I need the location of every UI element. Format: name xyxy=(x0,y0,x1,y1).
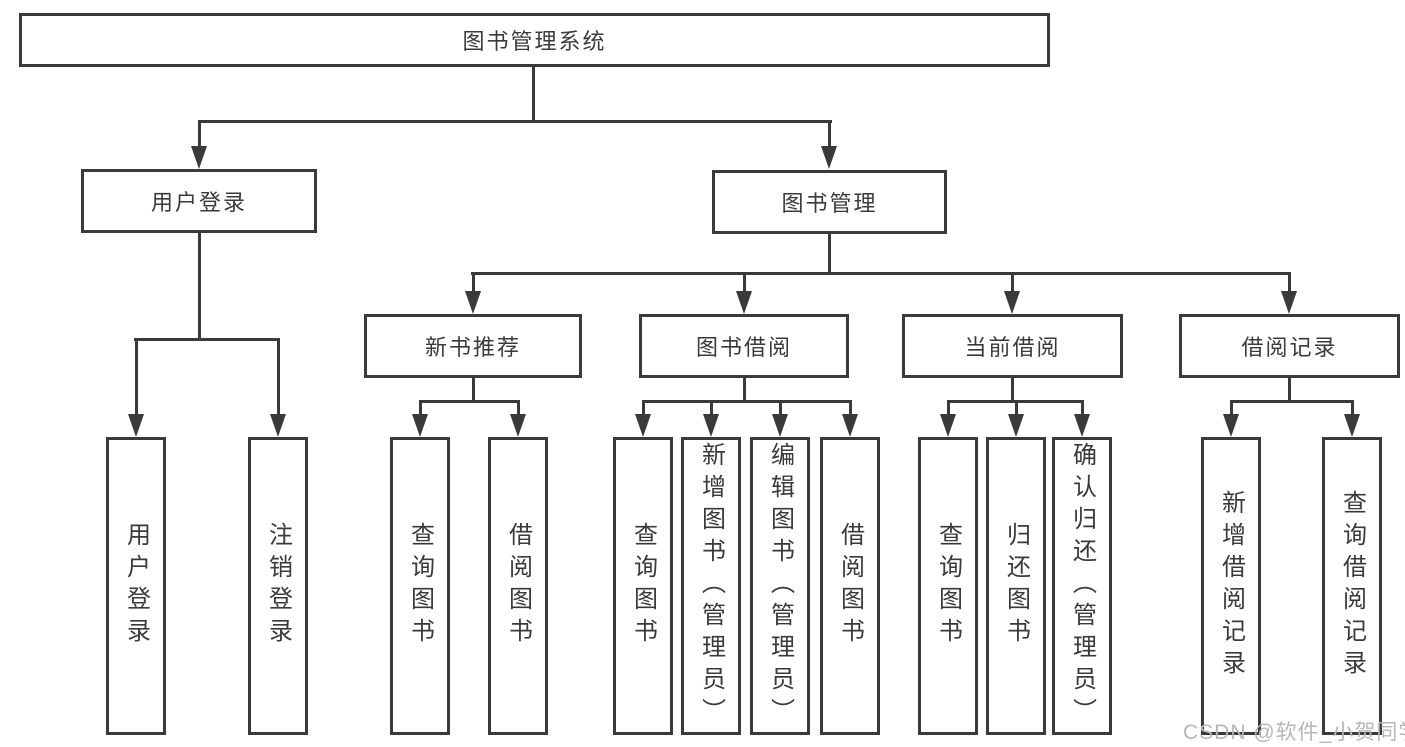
connector-shaft xyxy=(1351,400,1354,420)
arrow-down-icon xyxy=(191,146,207,169)
connector-shaft xyxy=(779,400,782,420)
connector-leaf-split xyxy=(1230,400,1354,403)
arrow-down-icon xyxy=(1281,291,1297,314)
connector-shaft xyxy=(472,272,475,294)
node-user-login: 用户登录 xyxy=(81,169,317,233)
node-borrow-records: 借阅记录 xyxy=(1179,314,1400,378)
connector-shaft xyxy=(277,338,280,418)
arrow-down-icon xyxy=(1004,291,1020,314)
leaf-confirm-return-admin: 确认归还（管理员） xyxy=(1052,437,1112,735)
connector-user-split xyxy=(134,338,280,341)
arrow-down-icon xyxy=(1344,414,1360,437)
arrow-down-icon xyxy=(940,414,956,437)
arrow-down-icon xyxy=(821,146,837,169)
arrow-down-icon xyxy=(1074,414,1090,437)
arrow-down-icon xyxy=(412,414,428,437)
connector-shaft xyxy=(198,120,201,150)
leaf-add-books-admin: 新增图书（管理员） xyxy=(681,437,741,735)
arrow-down-icon xyxy=(772,414,788,437)
connector-user-feed xyxy=(198,233,201,340)
connector-shaft xyxy=(1015,400,1018,420)
connector-shaft xyxy=(1288,272,1291,294)
arrow-down-icon xyxy=(736,291,752,314)
connector-leaf-split xyxy=(642,400,852,403)
leaf-return-books: 归还图书 xyxy=(986,437,1046,735)
arrow-down-icon xyxy=(128,414,144,437)
connector-leaf-split xyxy=(419,400,520,403)
node-root: 图书管理系统 xyxy=(19,13,1050,67)
connector-shaft xyxy=(1011,272,1014,294)
connector-shaft xyxy=(947,400,950,420)
connector-shaft xyxy=(1081,400,1084,420)
node-current-borrow: 当前借阅 xyxy=(902,314,1123,378)
leaf-query-books-recommend: 查询图书 xyxy=(390,437,450,735)
connector-group-feed xyxy=(1011,378,1014,402)
connector-shaft xyxy=(743,272,746,294)
connector-group-feed xyxy=(1288,378,1291,402)
leaf-query-books-borrow: 查询图书 xyxy=(613,437,673,735)
leaf-edit-books-admin: 编辑图书（管理员） xyxy=(750,437,810,735)
connector-shaft xyxy=(828,120,831,150)
leaf-query-books-current: 查询图书 xyxy=(918,437,978,735)
leaf-borrow-books: 借阅图书 xyxy=(820,437,880,735)
connector-group-feed xyxy=(743,378,746,402)
leaf-add-borrow-record: 新增借阅记录 xyxy=(1201,437,1261,735)
arrow-down-icon xyxy=(635,414,651,437)
connector-shaft xyxy=(517,400,520,420)
leaf-query-borrow-record: 查询借阅记录 xyxy=(1322,437,1382,735)
connector-group-feed xyxy=(472,378,475,402)
leaf-user-login: 用户登录 xyxy=(106,437,166,735)
connector-level3-split xyxy=(471,272,1291,275)
arrow-down-icon xyxy=(1223,414,1239,437)
connector-shaft xyxy=(135,338,138,418)
arrow-down-icon xyxy=(510,414,526,437)
arrow-down-icon xyxy=(1008,414,1024,437)
connector-root-trunk xyxy=(532,67,535,122)
connector-shaft xyxy=(419,400,422,420)
leaf-borrow-books-recommend: 借阅图书 xyxy=(488,437,548,735)
connector-mgmt-feed xyxy=(828,234,831,275)
watermark: CSDN @软件_小贺同学 xyxy=(1183,721,1405,744)
arrow-down-icon xyxy=(270,414,286,437)
connector-shaft xyxy=(849,400,852,420)
connector-shaft xyxy=(642,400,645,420)
connector-level1-split xyxy=(198,120,832,123)
arrow-down-icon xyxy=(465,291,481,314)
node-book-management: 图书管理 xyxy=(712,170,947,234)
connector-shaft xyxy=(710,400,713,420)
connector-shaft xyxy=(1230,400,1233,420)
arrow-down-icon xyxy=(842,414,858,437)
leaf-logout: 注销登录 xyxy=(248,437,308,735)
node-new-book-recommend: 新书推荐 xyxy=(364,314,582,378)
arrow-down-icon xyxy=(703,414,719,437)
node-book-borrow: 图书借阅 xyxy=(639,314,849,378)
